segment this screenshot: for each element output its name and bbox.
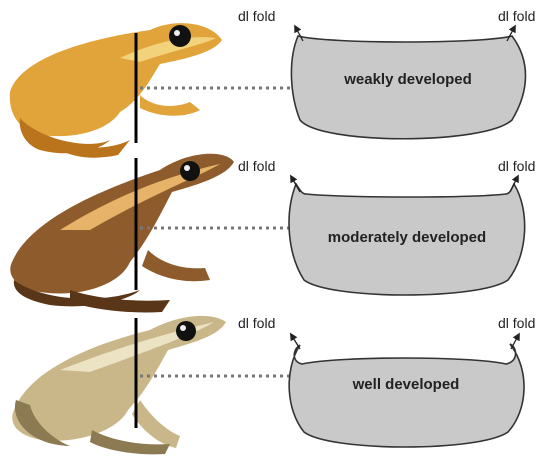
shape-label-well: well developed	[352, 376, 460, 393]
shape-label-moderate: moderately developed	[328, 229, 486, 246]
dl-fold-label-left-moderate: dl fold	[238, 158, 275, 174]
shape-label-weak: weakly developed	[343, 71, 472, 88]
dl-fold-label-left-well: dl fold	[238, 315, 275, 331]
row-moderately-developed: dl fold dl fold moderately developed	[10, 154, 535, 313]
dl-fold-label-right-weak: dl fold	[498, 8, 535, 24]
dl-fold-label-left-weak: dl fold	[238, 8, 275, 24]
row-weakly-developed: dl fold dl fold weakly developed	[10, 8, 536, 158]
frog-photo-moderate	[10, 154, 234, 313]
cross-section-well	[289, 344, 524, 447]
dl-fold-arrow-left-well	[292, 336, 300, 349]
frog-photo-well	[12, 316, 226, 455]
dl-fold-label-right-well: dl fold	[498, 315, 535, 331]
frog-photo-weak	[10, 23, 222, 158]
dl-fold-label-right-moderate: dl fold	[498, 158, 535, 174]
row-well-developed: dl fold dl fold well developed	[12, 315, 535, 454]
